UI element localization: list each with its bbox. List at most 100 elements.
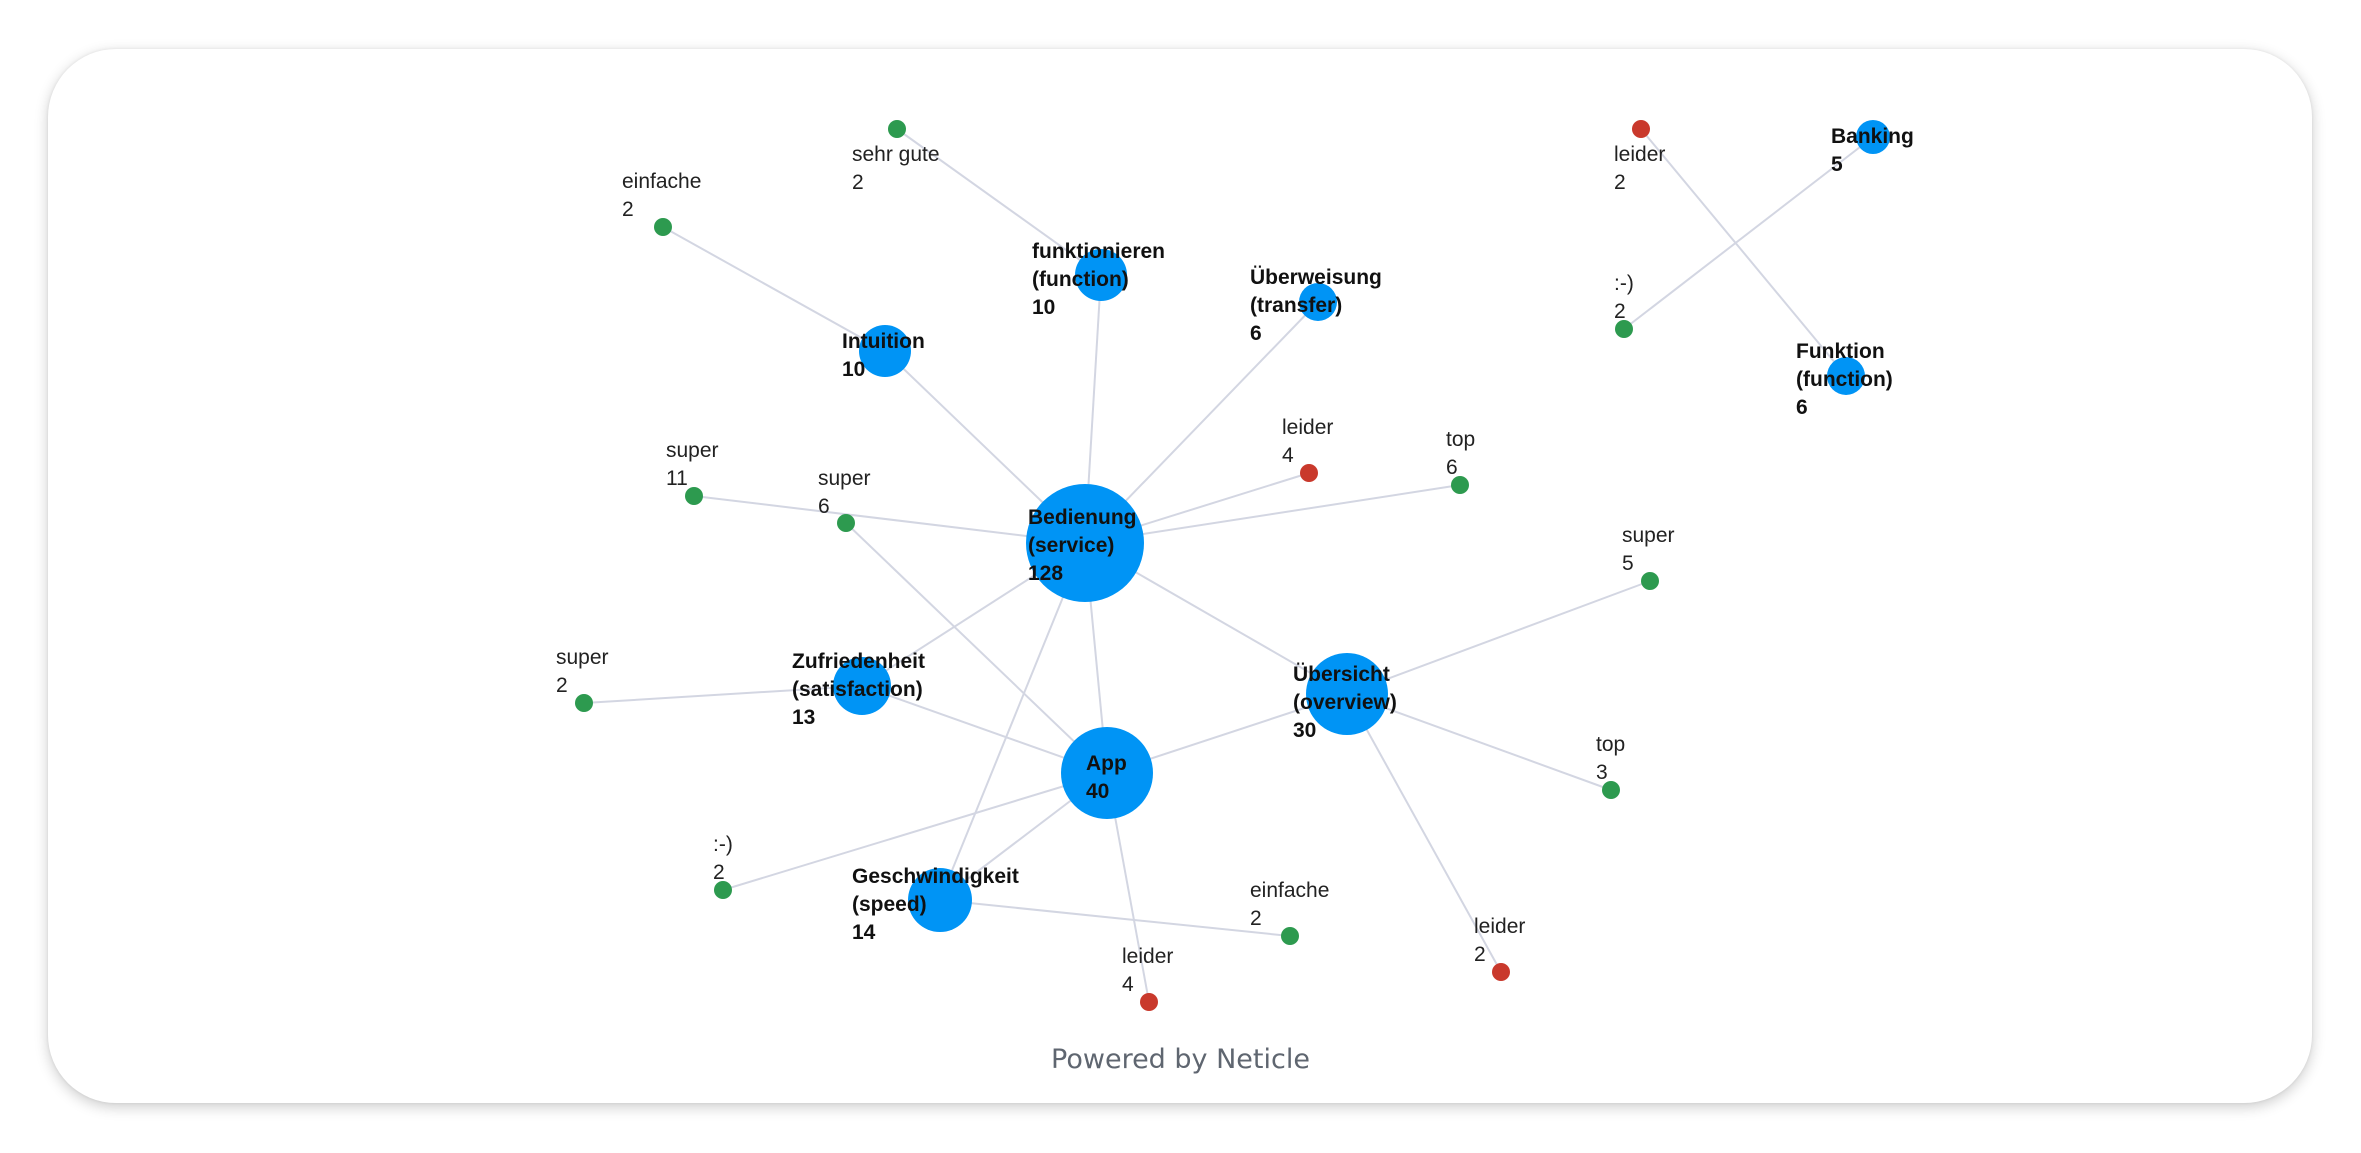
node-intuition[interactable]	[859, 325, 911, 377]
node-label-line: 6	[818, 495, 830, 518]
edge-bedienung-top_6	[1084, 484, 1461, 544]
edge-super_6-app	[845, 522, 1108, 774]
node-label-line: 6	[1250, 322, 1262, 345]
node-label-line: Zufriedenheit	[792, 650, 925, 673]
node-sehr-gute[interactable]	[888, 120, 906, 138]
node-label-geschwindigkeit: Geschwindigkeit (speed) 14	[852, 865, 1019, 944]
edge-zufriedenheit-super_2	[583, 685, 863, 704]
node-label-line: 4	[1122, 973, 1134, 996]
node-label-line: 2	[1250, 907, 1262, 930]
node-label-funktionieren: funktionieren (function) 10	[1032, 240, 1165, 319]
node-label-line: 40	[1086, 780, 1109, 803]
node-ueberweisung[interactable]	[1299, 283, 1337, 321]
node-label-line: (function)	[1796, 368, 1893, 391]
node-label-line: 13	[792, 706, 815, 729]
node-label-smile-banking: :-)2	[1614, 272, 1634, 323]
node-bedienung[interactable]	[1026, 484, 1144, 602]
node-label-line: super	[556, 646, 609, 669]
node-label-line: (overview)	[1293, 691, 1397, 714]
node-label-intuition: Intuition 10	[842, 330, 925, 381]
edge-bedienung-geschwindigkeit	[939, 542, 1086, 901]
edge-geschwindigkeit-einfache_bottom	[939, 899, 1291, 937]
node-einfache-bottom[interactable]	[1281, 927, 1299, 945]
node-label-line: Funktion	[1796, 340, 1885, 363]
node-label-line: (speed)	[852, 893, 927, 916]
node-label-line: einfache	[622, 170, 701, 193]
edge-funktionieren-sehr_gute	[896, 128, 1102, 276]
node-super-2[interactable]	[575, 694, 593, 712]
node-label-line: 2	[1474, 943, 1486, 966]
node-label-line: Geschwindigkeit	[852, 865, 1019, 888]
node-zufriedenheit[interactable]	[833, 657, 891, 715]
edge-smile_banking-banking	[1623, 136, 1874, 330]
node-label-line: (transfer)	[1250, 294, 1342, 317]
node-label-line: Überweisung	[1250, 266, 1382, 289]
node-label-line: App	[1086, 752, 1127, 775]
node-label-line: 2	[1614, 300, 1626, 323]
node-uebersicht[interactable]	[1306, 653, 1388, 735]
node-label-line: top	[1596, 733, 1625, 756]
node-label-line: 30	[1293, 719, 1316, 742]
node-label-banking: Banking 5	[1831, 125, 1914, 176]
node-super-5[interactable]	[1641, 572, 1659, 590]
node-leider-4-bottom[interactable]	[1140, 993, 1158, 1011]
edge-leider_2_top-funktion	[1640, 128, 1847, 377]
node-label-line: 14	[852, 921, 876, 944]
node-funktionieren[interactable]	[1075, 249, 1127, 301]
node-label-line: Bedienung	[1028, 506, 1137, 529]
node-label-line: 128	[1028, 562, 1063, 585]
node-label-line: super	[1622, 524, 1675, 547]
node-label-line: super	[666, 439, 719, 462]
node-smile-app[interactable]	[714, 881, 732, 899]
graph-nodes	[575, 120, 1890, 1011]
node-label-line: (satisfaction)	[792, 678, 923, 701]
node-label-line: 2	[556, 674, 568, 697]
node-label-funktion: Funktion(function)6	[1796, 340, 1893, 419]
node-label-einfache-bottom: einfache 2	[1250, 879, 1329, 930]
node-label-line: (function)	[1032, 268, 1129, 291]
node-super-11[interactable]	[685, 487, 703, 505]
node-top-6[interactable]	[1451, 476, 1469, 494]
node-label-uebersicht: Übersicht (overview) 30	[1293, 663, 1397, 742]
node-label-line: Übersicht	[1293, 663, 1390, 686]
node-label-smile-app: :-)2	[713, 833, 733, 884]
node-label-line: 10	[842, 358, 865, 381]
edge-intuition-einfache_top	[662, 226, 886, 352]
node-label-line: 10	[1032, 296, 1055, 319]
node-leider-2-top[interactable]	[1632, 120, 1650, 138]
node-funktion[interactable]	[1827, 357, 1865, 395]
node-leider-4-top[interactable]	[1300, 464, 1318, 482]
powered-by-footer[interactable]: Powered by Neticle	[1051, 1044, 1310, 1075]
node-label-line: 6	[1446, 456, 1458, 479]
node-super-6[interactable]	[837, 514, 855, 532]
node-label-line: funktionieren	[1032, 240, 1165, 263]
node-leider-2-bottom[interactable]	[1492, 963, 1510, 981]
node-label-line: Intuition	[842, 330, 925, 353]
node-label-ueberweisung: Überweisung (transfer) 6	[1250, 266, 1382, 345]
node-app[interactable]	[1061, 727, 1153, 819]
node-label-line: leider	[1122, 945, 1173, 968]
node-label-line: leider	[1614, 143, 1665, 166]
node-label-line: einfache	[1250, 879, 1329, 902]
node-label-leider-4-bottom: leider 4	[1122, 945, 1173, 996]
node-label-zufriedenheit: Zufriedenheit (satisfaction) 13	[792, 650, 925, 729]
node-top-3[interactable]	[1602, 781, 1620, 799]
node-smile-banking[interactable]	[1615, 320, 1633, 338]
edge-uebersicht-top_3	[1346, 693, 1612, 791]
node-label-line: 4	[1282, 444, 1294, 467]
node-label-line: :-)	[713, 833, 733, 856]
node-label-line: Banking	[1831, 125, 1914, 148]
node-label-line: 5	[1831, 153, 1843, 176]
node-label-app: App 40	[1086, 752, 1127, 803]
node-banking[interactable]	[1856, 120, 1890, 154]
node-label-line: 3	[1596, 761, 1608, 784]
node-einfache-top[interactable]	[654, 218, 672, 236]
node-geschwindigkeit[interactable]	[908, 868, 972, 932]
